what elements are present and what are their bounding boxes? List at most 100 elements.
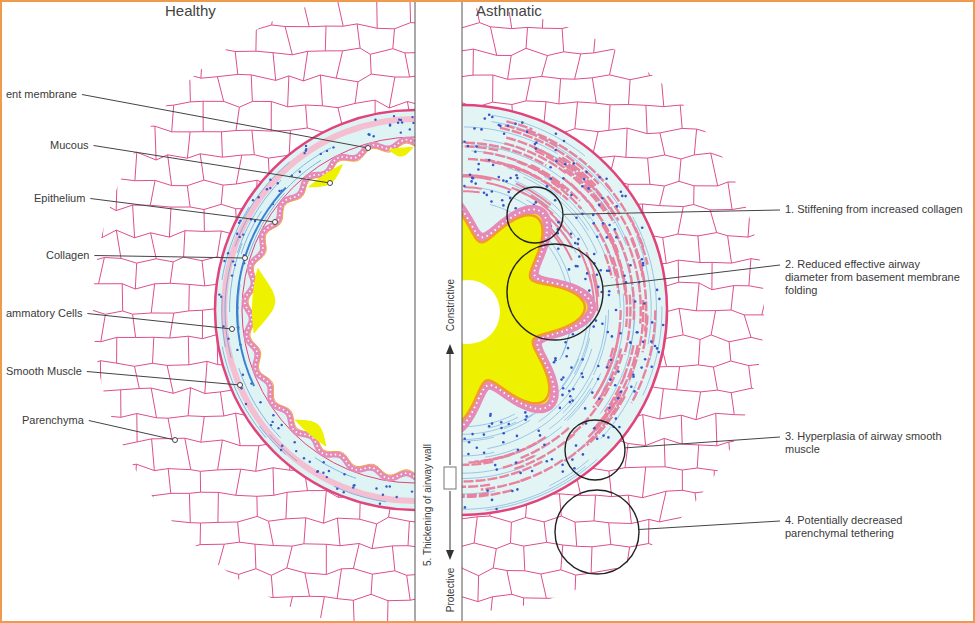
callout-note: 4. Potentially decreased parenchymal tet… xyxy=(785,514,965,540)
leader-line xyxy=(82,95,368,149)
inflammatory-cell xyxy=(633,390,636,393)
inflammatory-cell xyxy=(570,232,573,235)
inflammatory-cell xyxy=(624,195,627,198)
inflammatory-cell xyxy=(574,242,577,245)
smooth-muscle xyxy=(463,191,480,192)
inflammatory-cell xyxy=(343,473,345,475)
inflammatory-cell xyxy=(332,146,334,148)
inflammatory-cell xyxy=(602,434,605,437)
inflammatory-cell xyxy=(393,115,395,117)
inflammatory-cell xyxy=(502,441,505,444)
inflammatory-cell xyxy=(257,196,259,198)
smooth-muscle xyxy=(462,143,546,166)
inflammatory-cell xyxy=(477,168,480,171)
fiber xyxy=(462,437,494,441)
inflammatory-cell xyxy=(568,390,571,393)
smooth-muscle xyxy=(593,310,621,400)
smooth-muscle xyxy=(475,437,546,462)
inflammatory-cell xyxy=(551,458,554,461)
inflammatory-cell xyxy=(608,407,611,410)
inflammatory-cell xyxy=(515,461,518,464)
inflammatory-cell xyxy=(634,300,637,303)
inflammatory-cell xyxy=(642,340,645,343)
fiber xyxy=(482,188,532,208)
inflammatory-cell xyxy=(619,332,622,335)
inflammatory-cell xyxy=(509,197,512,200)
inflammatory-cell xyxy=(278,190,280,192)
inflammatory-cell xyxy=(409,128,411,130)
callout-circles xyxy=(507,187,639,574)
axis-label: Protective xyxy=(444,566,457,614)
inflammatory-cell xyxy=(619,391,622,394)
inflammatory-cell xyxy=(328,470,330,472)
smooth-muscle xyxy=(486,183,511,190)
inflammatory-cell xyxy=(644,358,647,361)
inflammatory-cell xyxy=(561,464,564,467)
part-label: Parenchyma xyxy=(20,414,86,427)
inflammatory-cell xyxy=(546,460,549,463)
leader-dot xyxy=(243,256,248,261)
inflammatory-cell xyxy=(596,438,599,441)
inflammatory-cell xyxy=(498,124,501,127)
axis-label: 5. Thickening of airway wall xyxy=(421,442,434,568)
inflammatory-cell xyxy=(471,177,474,180)
inflammatory-cell xyxy=(571,399,574,402)
inflammatory-cell xyxy=(641,258,644,261)
inflammatory-cell xyxy=(559,407,562,410)
inflammatory-cell xyxy=(650,340,653,343)
inflammatory-cell xyxy=(222,325,224,327)
inflammatory-cell xyxy=(480,128,483,131)
inflammatory-cell xyxy=(242,374,244,376)
inflammatory-cell xyxy=(560,378,563,381)
inflammatory-cell xyxy=(643,302,646,305)
inflammatory-cell xyxy=(270,424,272,426)
inflammatory-cell xyxy=(606,236,609,239)
inflammatory-cell xyxy=(509,177,512,180)
fiber xyxy=(462,491,495,494)
inflammatory-cell xyxy=(303,457,305,459)
inflammatory-cell xyxy=(608,290,611,293)
inflammatory-cell xyxy=(353,484,355,486)
inflammatory-cell xyxy=(555,160,558,163)
axis-label: Constrictive xyxy=(444,277,457,333)
inflammatory-cell xyxy=(280,449,282,451)
inflammatory-cell xyxy=(616,205,619,208)
inflammatory-cell xyxy=(389,124,391,126)
inflammatory-cell xyxy=(379,503,381,505)
smooth-muscle xyxy=(604,227,626,292)
parenchyma-wall xyxy=(462,0,975,623)
inflammatory-cell xyxy=(398,118,400,120)
inflammatory-cell xyxy=(629,341,632,344)
smooth-muscle xyxy=(564,179,618,253)
inflammatory-cell xyxy=(553,361,556,364)
inflammatory-cell xyxy=(305,150,307,152)
inflammatory-cell xyxy=(234,264,236,266)
inflammatory-cell xyxy=(336,488,338,490)
inflammatory-cell xyxy=(564,163,567,166)
inflammatory-cell xyxy=(576,265,579,268)
inflammatory-cell xyxy=(309,461,311,463)
inflammatory-cell xyxy=(254,220,256,222)
inflammatory-cell xyxy=(266,188,268,190)
callout-note: 2. Reduced effective airway diameter fro… xyxy=(785,258,965,297)
inflammatory-cell xyxy=(601,197,604,200)
basement-membrane-fold xyxy=(462,199,585,427)
smooth-muscle xyxy=(564,387,627,461)
inflammatory-cell xyxy=(227,338,229,340)
inflammatory-cell xyxy=(593,253,596,256)
inflammatory-cell xyxy=(621,195,624,198)
inflammatory-cell xyxy=(396,496,398,498)
inflammatory-cell xyxy=(269,187,271,189)
inflammatory-cell xyxy=(607,436,610,439)
panel-title: Healthy xyxy=(165,2,216,20)
part-label: ent membrane xyxy=(4,88,79,101)
callout-circle xyxy=(507,244,603,340)
inflammatory-cell xyxy=(623,274,626,277)
inflammatory-cell xyxy=(605,178,608,181)
inflammatory-cell xyxy=(617,397,620,400)
inflammatory-cell xyxy=(507,191,510,194)
inflammatory-cell xyxy=(488,159,491,162)
smooth-muscle xyxy=(484,153,557,183)
inflammatory-cell xyxy=(593,427,596,430)
inflammatory-cell xyxy=(591,391,594,394)
